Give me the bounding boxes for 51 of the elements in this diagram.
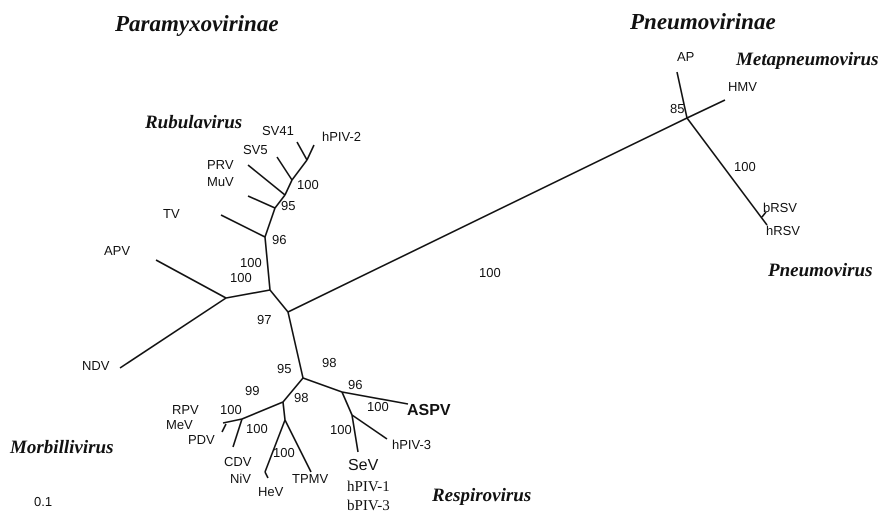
genus-name: Metapneumovirus <box>736 50 879 69</box>
bootstrap-value: 100 <box>297 178 319 191</box>
taxon-label: PRV <box>207 158 234 171</box>
taxon-label: ASPV <box>407 403 451 419</box>
bootstrap-value: 100 <box>367 400 389 413</box>
taxon-label: APV <box>104 244 130 257</box>
bootstrap-value: 100 <box>220 403 242 416</box>
bootstrap-value: 100 <box>230 271 252 284</box>
bootstrap-value: 100 <box>273 446 295 459</box>
bootstrap-value: 96 <box>272 233 286 246</box>
taxon-label: hPIV-3 <box>392 438 432 451</box>
genus-name: Respirovirus <box>432 486 532 505</box>
bootstrap-value: 100 <box>479 266 501 279</box>
subfamily-name: Pneumovirinae <box>630 10 776 33</box>
taxon-label: hPIV-1 <box>347 480 390 495</box>
subfamily-name: Paramyxovirinae <box>115 12 279 35</box>
genus-name: Pneumovirus <box>768 261 873 280</box>
taxon-label: HeV <box>258 485 284 498</box>
taxon-label: hRSV <box>766 224 800 237</box>
taxon-label: PDV <box>188 433 215 446</box>
bootstrap-value: 98 <box>322 356 336 369</box>
taxon-label: HMV <box>728 80 757 93</box>
taxon-label: CDV <box>224 455 252 468</box>
taxon-label: SeV <box>348 458 378 474</box>
taxon-label: AP <box>677 50 694 63</box>
bootstrap-value: 100 <box>246 422 268 435</box>
bootstrap-value: 99 <box>245 384 260 397</box>
bootstrap-value: 85 <box>670 102 684 115</box>
taxon-label: SV41 <box>262 124 294 137</box>
taxon-label: TPMV <box>292 472 328 485</box>
taxon-label: RPV <box>172 403 199 416</box>
bootstrap-value: 100 <box>240 256 262 269</box>
bootstrap-value: 96 <box>348 378 362 391</box>
taxon-label: bRSV <box>763 201 797 214</box>
bootstrap-value: 95 <box>277 362 292 375</box>
bootstrap-value: 95 <box>281 199 296 212</box>
taxon-label: NiV <box>230 472 251 485</box>
bootstrap-value: 100 <box>734 160 756 173</box>
taxon-label: SV5 <box>243 143 268 156</box>
bootstrap-value: 97 <box>257 313 272 326</box>
taxon-label: MeV <box>166 418 193 431</box>
taxon-label: hPIV-2 <box>322 130 362 143</box>
bootstrap-value: 100 <box>330 423 352 436</box>
genus-name: Morbillivirus <box>10 438 114 457</box>
genus-name: Rubulavirus <box>145 113 242 132</box>
bootstrap-value: 98 <box>294 391 308 404</box>
taxon-label: TV <box>163 207 180 220</box>
taxon-label: MuV <box>207 175 234 188</box>
taxon-label: NDV <box>82 359 110 372</box>
taxon-label: bPIV-3 <box>347 499 390 514</box>
scale-value: 0.1 <box>34 495 52 508</box>
